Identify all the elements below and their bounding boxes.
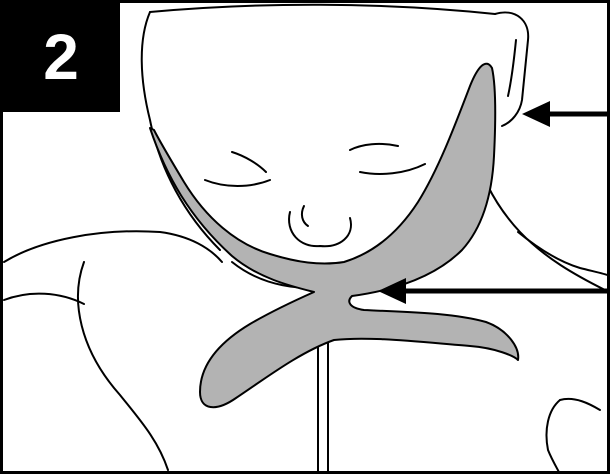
right-shoulder xyxy=(517,231,610,277)
cannula-pointer-arrow xyxy=(378,278,610,304)
ear xyxy=(494,11,530,127)
ear-inner xyxy=(507,39,517,97)
head-top xyxy=(149,3,496,15)
cannula-holder xyxy=(149,62,520,408)
left-arm-inner xyxy=(3,292,85,305)
head-outline xyxy=(140,11,221,251)
right-eye-lid xyxy=(349,142,399,151)
right-hand-top xyxy=(559,398,601,411)
left-shoulder xyxy=(3,230,223,263)
cannula-tube xyxy=(317,329,329,474)
left-eye-lid xyxy=(231,151,267,173)
left-arm xyxy=(77,261,169,471)
step-number: 2 xyxy=(43,21,79,93)
left-eye xyxy=(204,179,271,187)
infant-illustration xyxy=(3,3,610,474)
nose xyxy=(288,211,352,248)
right-eye xyxy=(359,163,426,175)
right-hand xyxy=(545,399,561,474)
step-number-badge: 2 xyxy=(2,2,120,112)
nose-bridge xyxy=(300,205,309,227)
ear-pointer-arrow xyxy=(522,101,610,127)
